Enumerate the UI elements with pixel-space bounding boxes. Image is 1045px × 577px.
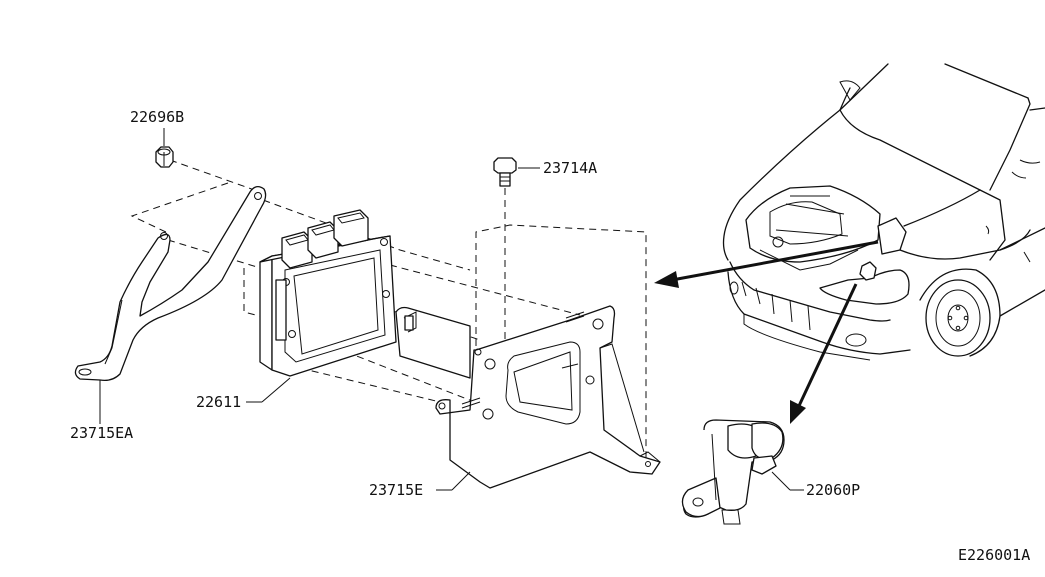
- ecm-unit-icon: [260, 210, 396, 376]
- arrow-to-sensor: [790, 284, 856, 424]
- small-bracket-icon: [75, 187, 265, 381]
- sensor-part-label: 22060P: [806, 481, 860, 499]
- diagram-id-label: E226001A: [958, 546, 1030, 564]
- car-front-icon: [724, 64, 1045, 360]
- bolt-icon: [494, 158, 516, 186]
- sensor-leader-line-a: [772, 472, 790, 490]
- small-bracket-part-label: 23715EA: [70, 424, 133, 442]
- main-bracket-icon: [396, 306, 660, 488]
- main-bracket-leader-line-b: [452, 472, 470, 490]
- nut-part-label: 22696B: [130, 108, 184, 126]
- nut-icon: [156, 147, 173, 167]
- ecm-leader-line-b: [262, 378, 290, 402]
- bolt-part-label: 23714A: [543, 159, 597, 177]
- ecm-part-label: 22611: [196, 393, 241, 411]
- main-bracket-part-label: 23715E: [369, 481, 423, 499]
- sensor-icon: [682, 420, 784, 524]
